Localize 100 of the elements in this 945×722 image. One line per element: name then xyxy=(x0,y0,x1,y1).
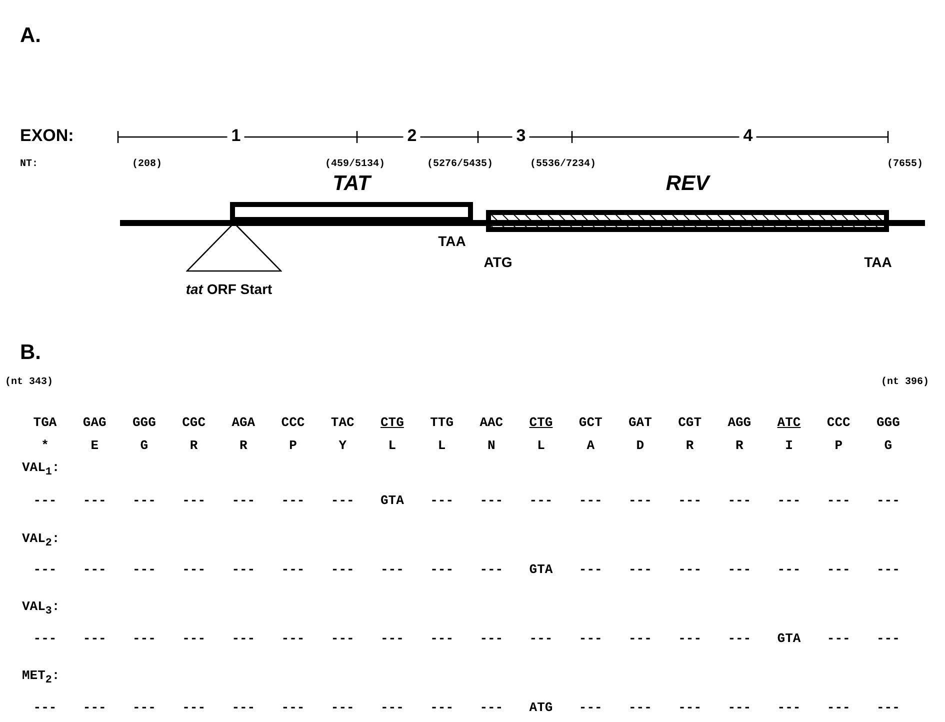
unchanged-codon: --- xyxy=(281,494,305,508)
amino-acid: G xyxy=(884,439,892,454)
amino-acid: R xyxy=(190,439,198,454)
nucleotide-position: (459/5134) xyxy=(325,159,385,170)
mutant-label: VAL$_{2}$: xyxy=(22,532,60,550)
unchanged-codon: --- xyxy=(232,701,256,716)
unchanged-codon: --- xyxy=(777,563,801,578)
unchanged-codon: --- xyxy=(628,494,652,508)
codon: CTG xyxy=(529,416,553,430)
unchanged-codon: --- xyxy=(678,701,702,716)
codon: AGG xyxy=(728,416,752,430)
orf-start-caption: tat ORF Start xyxy=(186,282,272,298)
mutant-label: MET$_{2}$: xyxy=(22,669,60,688)
amino-acid: * xyxy=(41,439,49,454)
unchanged-codon: --- xyxy=(826,701,850,716)
unchanged-codon: --- xyxy=(33,701,57,716)
unchanged-codon: --- xyxy=(82,563,106,578)
unchanged-codon: --- xyxy=(132,701,156,716)
codon: CGT xyxy=(678,416,702,430)
unchanged-codon: --- xyxy=(578,632,602,646)
unchanged-codon: --- xyxy=(82,701,106,716)
codon: TTG xyxy=(430,416,454,430)
codon: CGC xyxy=(182,416,206,430)
exon-header: EXON: xyxy=(20,127,74,146)
unchanged-codon: --- xyxy=(430,494,454,508)
unchanged-codon: --- xyxy=(777,701,801,716)
codon-annotation: TAA xyxy=(438,234,466,250)
unchanged-codon: --- xyxy=(529,632,553,646)
unchanged-codon: --- xyxy=(678,632,702,646)
unchanged-codon: --- xyxy=(678,563,702,578)
codon: GAG xyxy=(82,416,106,430)
unchanged-codon: --- xyxy=(33,494,57,508)
unchanged-codon: --- xyxy=(628,632,652,646)
amino-acid: R xyxy=(239,439,248,454)
panel-label: A. xyxy=(20,24,41,48)
codon: AAC xyxy=(480,416,504,430)
panel-label: B. xyxy=(20,341,41,364)
unchanged-codon: --- xyxy=(728,563,752,578)
unchanged-codon: --- xyxy=(182,632,206,646)
nucleotide-position: (nt 343) xyxy=(5,377,54,388)
nucleotide-position: (208) xyxy=(132,159,162,170)
unchanged-codon: --- xyxy=(480,632,504,646)
amino-acid: I xyxy=(785,439,793,454)
substituted-codon: ATG xyxy=(529,701,553,716)
codon: TAC xyxy=(330,416,354,430)
unchanged-codon: --- xyxy=(132,494,156,508)
amino-acid: G xyxy=(140,439,148,454)
gene-name: REV xyxy=(666,172,710,196)
codon: TGA xyxy=(33,416,57,430)
unchanged-codon: --- xyxy=(777,494,801,508)
amino-acid: L xyxy=(388,439,396,454)
codon: GGG xyxy=(132,416,156,430)
nucleotide-position: (7655) xyxy=(887,159,923,170)
unchanged-codon: --- xyxy=(132,563,156,578)
codon: CCC xyxy=(826,416,850,430)
unchanged-codon: --- xyxy=(430,563,454,578)
unchanged-codon: --- xyxy=(33,563,57,578)
mutant-label: VAL$_{1}$: xyxy=(22,461,60,480)
unchanged-codon: --- xyxy=(826,563,850,578)
unchanged-codon: --- xyxy=(281,563,305,578)
amino-acid: P xyxy=(289,439,297,454)
amino-acid: E xyxy=(90,439,98,454)
amino-acid: R xyxy=(686,439,694,454)
substituted-codon: GTA xyxy=(380,494,404,508)
amino-acid: Y xyxy=(338,439,346,454)
unchanged-codon: --- xyxy=(82,494,106,508)
unchanged-codon: --- xyxy=(330,494,354,508)
codon-annotation: TAA xyxy=(864,255,892,270)
unchanged-codon: --- xyxy=(480,494,504,508)
unchanged-codon: --- xyxy=(529,494,553,508)
unchanged-codon: --- xyxy=(578,563,602,578)
substituted-codon: GTA xyxy=(529,563,553,578)
unchanged-codon: --- xyxy=(876,701,900,716)
unchanged-codon: --- xyxy=(678,494,702,508)
unchanged-codon: --- xyxy=(232,632,256,646)
nucleotide-position: (5536/7234) xyxy=(530,159,596,170)
unchanged-codon: --- xyxy=(182,701,206,716)
unchanged-codon: --- xyxy=(628,701,652,716)
unchanged-codon: --- xyxy=(876,632,900,646)
unchanged-codon: --- xyxy=(628,563,652,578)
unchanged-codon: --- xyxy=(826,632,850,646)
amino-acid: L xyxy=(537,439,545,454)
codon: GCT xyxy=(578,416,602,430)
unchanged-codon: --- xyxy=(826,494,850,508)
codon-annotation: ATG xyxy=(484,255,512,270)
unchanged-codon: --- xyxy=(281,632,305,646)
unchanged-codon: --- xyxy=(380,563,404,578)
codon: AGA xyxy=(232,416,256,430)
substituted-codon: GTA xyxy=(777,632,801,646)
amino-acid: N xyxy=(487,439,496,454)
unchanged-codon: --- xyxy=(82,632,106,646)
unchanged-codon: --- xyxy=(876,494,900,508)
unchanged-codon: --- xyxy=(728,701,752,716)
unchanged-codon: --- xyxy=(281,701,305,716)
mutant-label: VAL$_{3}$: xyxy=(22,600,60,618)
unchanged-codon: --- xyxy=(876,563,900,578)
amino-acid: R xyxy=(735,439,744,454)
unchanged-codon: --- xyxy=(330,563,354,578)
unchanged-codon: --- xyxy=(232,563,256,578)
unchanged-codon: --- xyxy=(430,701,454,716)
